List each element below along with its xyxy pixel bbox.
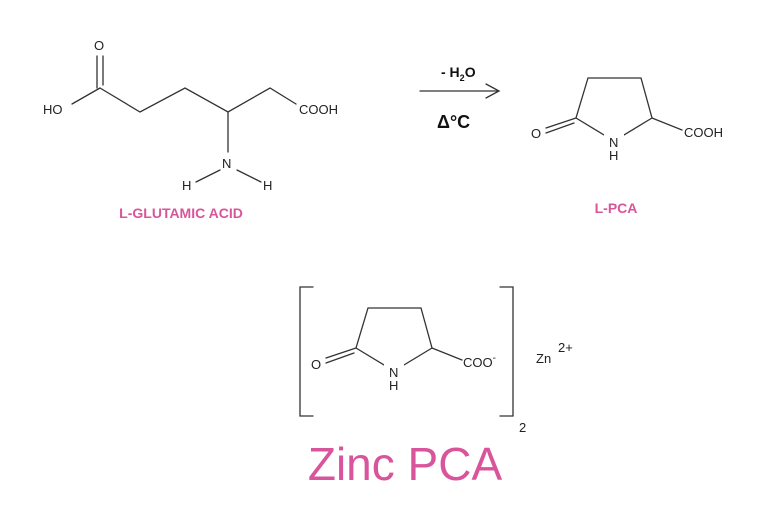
minus-h-text: - H xyxy=(441,64,460,80)
carbon-chain xyxy=(99,87,297,113)
reaction-arrow-head xyxy=(485,83,501,99)
bond-n-h-left xyxy=(195,169,221,183)
zinc-o-label: O xyxy=(311,357,321,372)
zinc-pca-ring xyxy=(355,307,433,372)
zinc-bond-c-coo xyxy=(431,347,463,361)
zinc-n-mask xyxy=(384,362,404,380)
pca-bond-co-b xyxy=(545,122,575,134)
glutamic-o-label: O xyxy=(94,38,104,53)
dehydration-label: - H2O xyxy=(441,64,476,83)
heat-label: Δ°C xyxy=(437,112,470,132)
h2o-subscript: 2 xyxy=(460,73,465,83)
pca-cooh-label: COOH xyxy=(684,125,723,140)
zinc-h-label: H xyxy=(389,378,398,393)
l-pca-name: L-PCA xyxy=(595,200,638,216)
glutamic-h-right-label: H xyxy=(263,178,272,193)
zinc-n-label: N xyxy=(389,365,398,380)
coo-text: COO xyxy=(463,355,493,370)
glutamic-acid-name: L-GLUTAMIC ACID xyxy=(119,205,243,221)
pca-n-label: N xyxy=(609,135,618,150)
h2o-o-text: O xyxy=(465,64,476,80)
pca-o-label: O xyxy=(531,126,541,141)
l-pca-structure: O N H COOH xyxy=(531,77,723,163)
bond-ho-c xyxy=(71,87,101,105)
coo-charge: - xyxy=(493,353,496,364)
bracket-subscript: 2 xyxy=(519,420,526,435)
zinc-pca-title: Zinc PCA xyxy=(308,438,503,490)
zinc-ion-label: Zn xyxy=(536,351,551,366)
reaction-conditions: - H2O Δ°C xyxy=(419,64,501,132)
pca-bond-co-a xyxy=(545,117,577,129)
zinc-bond-co-a xyxy=(325,347,357,359)
zinc-ion-charge: 2+ xyxy=(558,340,573,355)
pca-n-mask xyxy=(604,132,624,150)
pca-h-label: H xyxy=(609,148,618,163)
pca-ring xyxy=(575,77,653,142)
left-bracket xyxy=(299,286,314,417)
zinc-coo-label: COO- xyxy=(463,353,496,370)
glutamic-acid-structure: O HO COOH N H H xyxy=(43,38,338,193)
zinc-pca-structure: O N H COO- 2 Zn 2+ xyxy=(299,286,573,435)
right-bracket xyxy=(499,286,514,417)
pca-bond-c-cooh xyxy=(651,117,683,131)
glutamic-cooh-label: COOH xyxy=(299,102,338,117)
zinc-bond-co-b xyxy=(325,352,355,364)
glutamic-h-left-label: H xyxy=(182,178,191,193)
bond-n-h-right xyxy=(236,169,262,183)
glutamic-n-label: N xyxy=(222,156,231,171)
glutamic-ho-label: HO xyxy=(43,102,63,117)
